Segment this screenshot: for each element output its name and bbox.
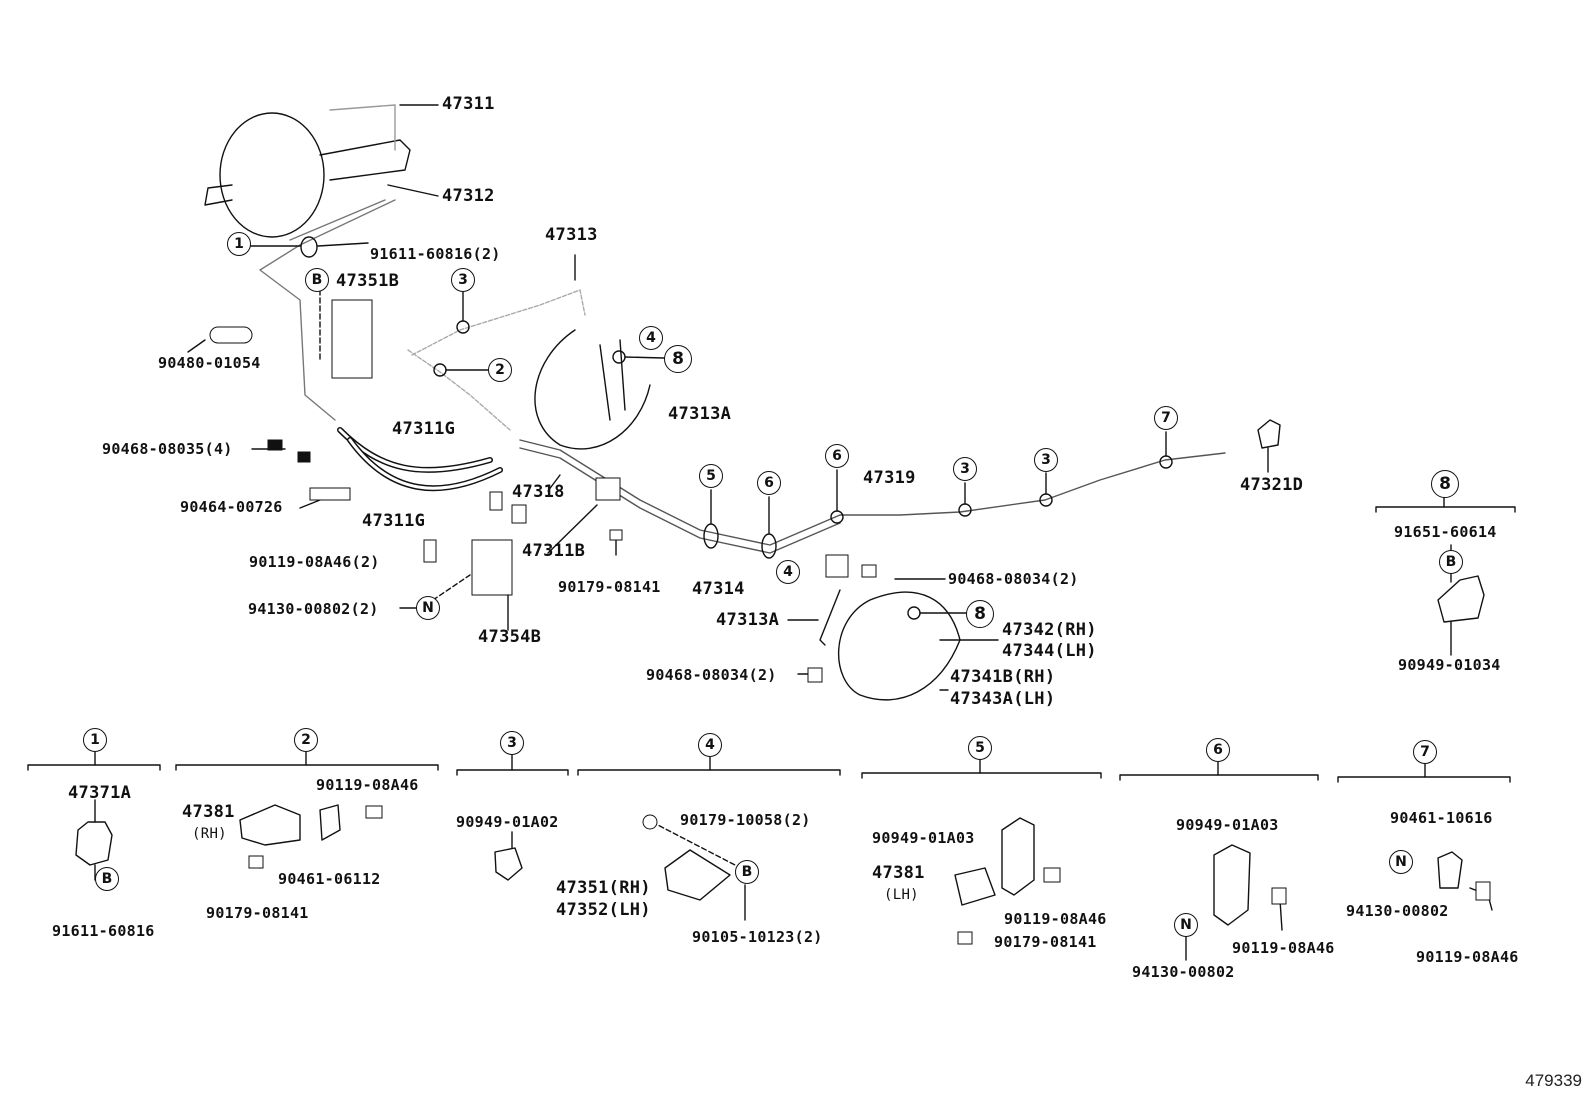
detail-2-part-b: 90119-08A46 xyxy=(316,776,419,794)
part-90949-01034: 90949-01034 xyxy=(1398,656,1501,674)
part-90468-08035: 90468-08035(4) xyxy=(102,440,233,458)
part-47311: 47311 xyxy=(442,94,495,114)
callout-2: 2 xyxy=(488,358,512,382)
callout-b: B xyxy=(305,268,329,292)
callout-n: N xyxy=(1389,850,1413,874)
detail-7-part-a: 90461-10616 xyxy=(1390,809,1493,827)
detail-6-part-c: 90119-08A46 xyxy=(1232,939,1335,957)
part-47314: 47314 xyxy=(692,579,745,599)
detail-5-part-c: 90119-08A46 xyxy=(1004,910,1107,928)
brake-booster-illustration xyxy=(204,104,411,238)
part-47351B: 47351B xyxy=(336,271,400,291)
detail-1-number: 1 xyxy=(83,728,107,752)
detail-5-lh: (LH) xyxy=(884,887,919,903)
callout-3: 3 xyxy=(953,457,977,481)
detail-1-part-a: 47371A xyxy=(68,783,132,803)
part-91651-60614: 91651-60614 xyxy=(1394,523,1497,541)
callout-8-detail: 8 xyxy=(1431,470,1459,498)
part-47318: 47318 xyxy=(512,482,565,502)
part-47313A-top: 47313A xyxy=(668,404,732,424)
part-90119-08A46-2: 90119-08A46(2) xyxy=(249,553,380,571)
detail-7-part-b: 94130-00802 xyxy=(1346,902,1449,920)
detail-3-number: 3 xyxy=(500,731,524,755)
detail-6-part-b: 94130-00802 xyxy=(1132,963,1235,981)
part-47341B-rh: 47341B(RH) xyxy=(950,667,1056,687)
detail-5-part-a: 90949-01A03 xyxy=(872,829,975,847)
part-91611-60816-2: 91611-60816(2) xyxy=(370,245,501,263)
part-90179-08141: 90179-08141 xyxy=(558,578,661,596)
callout-8: 8 xyxy=(664,345,692,373)
callout-n: N xyxy=(1174,913,1198,937)
callout-6: 6 xyxy=(757,471,781,495)
part-47313: 47313 xyxy=(545,225,598,245)
diagram-reference-number: 479339 xyxy=(1525,1071,1582,1090)
detail-2-part-d: 90179-08141 xyxy=(206,904,309,922)
detail-4-part-c: 47352(LH) xyxy=(556,900,651,920)
part-47354B: 47354B xyxy=(478,627,542,647)
part-90468-08034-b: 90468-08034(2) xyxy=(646,666,777,684)
detail-6-number: 6 xyxy=(1206,738,1230,762)
detail-3-part-a: 90949-01A02 xyxy=(456,813,559,831)
part-47321D: 47321D xyxy=(1240,475,1304,495)
part-90468-08034-a: 90468-08034(2) xyxy=(948,570,1079,588)
detail-1-part-b: 91611-60816 xyxy=(52,922,155,940)
detail-7-number: 7 xyxy=(1413,740,1437,764)
callout-6: 6 xyxy=(825,444,849,468)
part-47319: 47319 xyxy=(863,468,916,488)
detail-7-part-c: 90119-08A46 xyxy=(1416,948,1519,966)
callout-4: 4 xyxy=(776,560,800,584)
callout-1: 1 xyxy=(227,232,251,256)
callout-3: 3 xyxy=(451,268,475,292)
part-47342-rh: 47342(RH) xyxy=(1002,620,1097,640)
detail-4-part-d: 90105-10123(2) xyxy=(692,928,823,946)
part-47311G-a: 47311G xyxy=(392,419,456,439)
part-47313A-bottom: 47313A xyxy=(716,610,780,630)
detail-2-part-c: 90461-06112 xyxy=(278,870,381,888)
callout-5: 5 xyxy=(699,464,723,488)
callout-7: 7 xyxy=(1154,406,1178,430)
detail-5-part-d: 90179-08141 xyxy=(994,933,1097,951)
callout-8: 8 xyxy=(966,600,994,628)
detail-4-part-b: 47351(RH) xyxy=(556,878,651,898)
part-47312: 47312 xyxy=(442,186,495,206)
part-47343A-lh: 47343A(LH) xyxy=(950,689,1056,709)
detail-4-part-a: 90179-10058(2) xyxy=(680,811,811,829)
callout-b: B xyxy=(1439,550,1463,574)
detail-4-number: 4 xyxy=(698,733,722,757)
callout-4: 4 xyxy=(639,326,663,350)
callout-n: N xyxy=(416,596,440,620)
detail-5-part-b: 47381 xyxy=(872,863,925,883)
detail-2-rh: (RH) xyxy=(192,826,227,842)
part-47311B: 47311B xyxy=(522,541,586,561)
part-90464-00726: 90464-00726 xyxy=(180,498,283,516)
detail-6-part-a: 90949-01A03 xyxy=(1176,816,1279,834)
callout-b: B xyxy=(735,860,759,884)
part-90480-01054: 90480-01054 xyxy=(158,354,261,372)
callout-3: 3 xyxy=(1034,448,1058,472)
part-47344-lh: 47344(LH) xyxy=(1002,641,1097,661)
part-94130-00802-2: 94130-00802(2) xyxy=(248,600,379,618)
part-47311G-b: 47311G xyxy=(362,511,426,531)
callout-b: B xyxy=(95,867,119,891)
detail-2-part-a: 47381 xyxy=(182,802,235,822)
detail-2-number: 2 xyxy=(294,728,318,752)
detail-5-number: 5 xyxy=(968,736,992,760)
